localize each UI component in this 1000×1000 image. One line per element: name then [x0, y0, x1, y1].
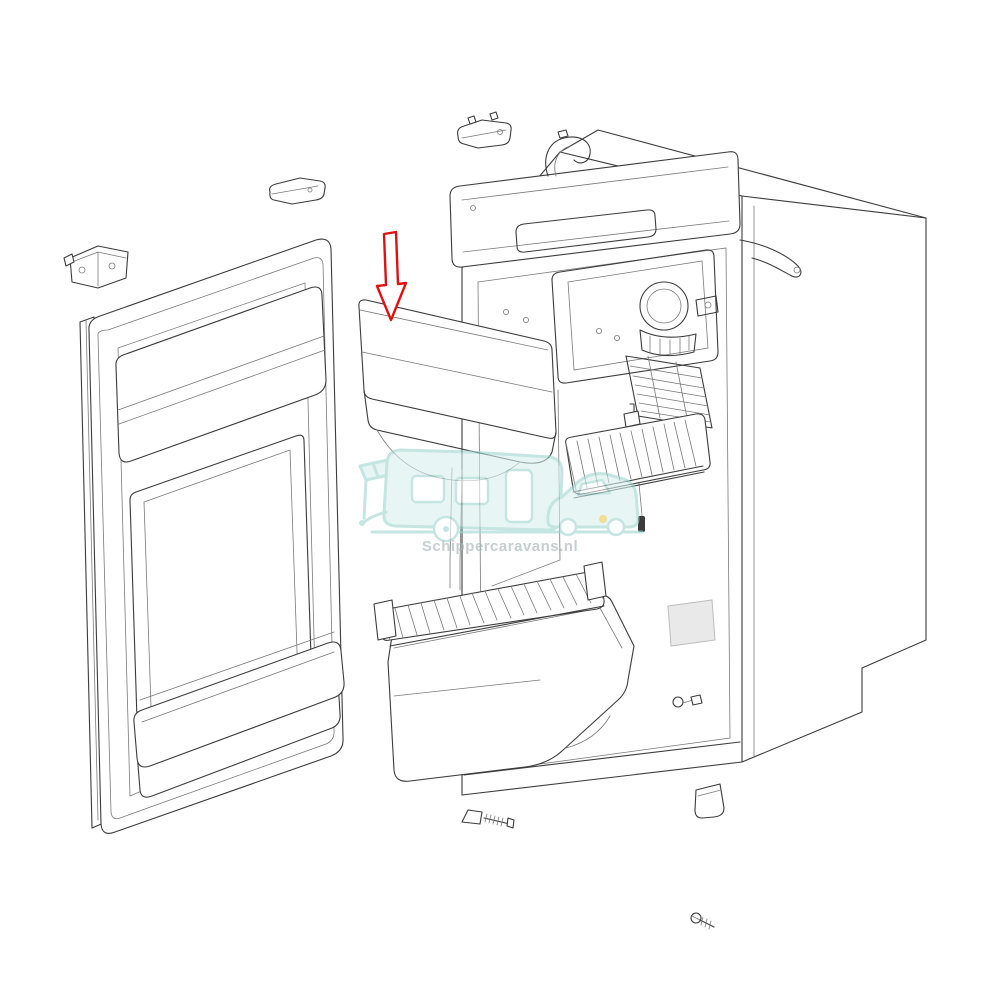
- fan-unit: [639, 281, 719, 357]
- shelf-end-cap: [373, 599, 397, 641]
- screw-hole: [596, 327, 603, 334]
- screw-hole: [523, 316, 530, 323]
- vent-label: [667, 599, 716, 647]
- right-cable: [739, 239, 802, 278]
- control-panel: [449, 151, 741, 268]
- watermark-dot: [599, 515, 607, 523]
- screw-hole: [614, 334, 621, 341]
- absorber-fins: [625, 355, 713, 429]
- caravan-icon: [359, 448, 564, 543]
- car-icon: [546, 472, 640, 537]
- door-shelf-bin: [133, 631, 345, 798]
- mounting-bracket-top: [457, 111, 512, 149]
- side-knob: [672, 694, 703, 708]
- mounting-clip-small: [269, 177, 326, 205]
- watermark-text: Schippercaravans.nl: [422, 538, 578, 555]
- top-cable: [545, 129, 591, 177]
- watermark: Schippercaravans.nl: [358, 448, 644, 555]
- cabinet-foot: [694, 783, 725, 819]
- door-handle-panel: [115, 286, 327, 463]
- screw-hole: [502, 308, 509, 315]
- hinge-bracket: [63, 245, 129, 289]
- freezer-compartment: [551, 249, 719, 384]
- shelf-end-cap: [583, 561, 607, 601]
- mounting-screw: [461, 809, 515, 829]
- wire-shelf: [373, 561, 607, 647]
- refrigerator-door: [63, 177, 345, 834]
- fixing-screw: [690, 912, 715, 930]
- highlight-arrow-icon: [375, 230, 408, 322]
